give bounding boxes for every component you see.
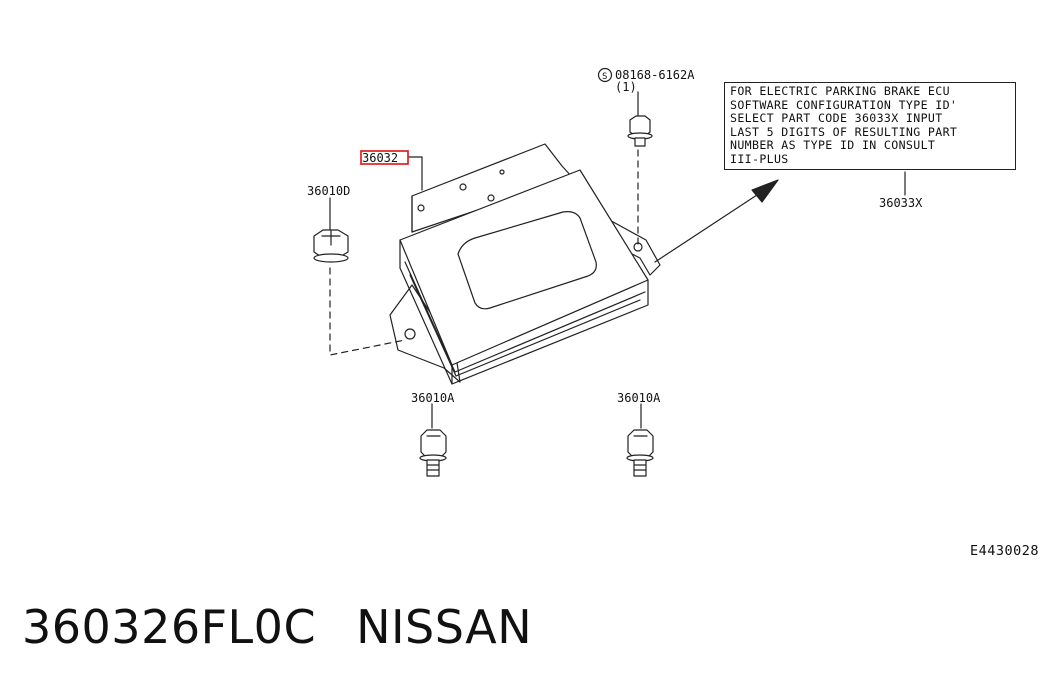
assembly-dashed-lines [329, 149, 639, 356]
part-number: 360326FL0C [22, 600, 317, 654]
part-caption: 360326FL0C NISSAN [22, 600, 532, 654]
bolt-36010D-icon [313, 229, 349, 263]
main-part-highlight [360, 150, 409, 165]
brand-name: NISSAN [356, 600, 533, 654]
figure-reference: E4430028 [969, 543, 1039, 559]
callout-bolt-bottom-right[interactable]: 36010A [617, 391, 661, 405]
standard-part-s-glyph: S [602, 72, 607, 82]
standard-part-symbol-icon [597, 67, 613, 83]
note-arrow [654, 179, 779, 263]
ecu-body [399, 169, 649, 385]
note-line: FOR ELECTRIC PARKING BRAKE ECU [730, 84, 950, 98]
callout-note-part[interactable]: 36033X [879, 196, 923, 210]
bolt-36010A-right-icon [626, 429, 654, 477]
bolt-08168-6162A-icon [627, 115, 653, 147]
callout-bolt-top-qty: (1) [615, 80, 637, 94]
note-line: LAST 5 DIGITS OF RESULTING PART [730, 124, 958, 139]
note-box: FOR ELECTRIC PARKING BRAKE ECU SOFTWARE … [724, 82, 1016, 170]
callout-bolt-top[interactable]: 08168-6162A [615, 68, 695, 82]
bolt-36010A-left-icon [419, 429, 447, 477]
note-line: NUMBER AS TYPE ID IN CONSULT [730, 138, 936, 153]
callout-bolt-bottom-left[interactable]: 36010A [411, 391, 455, 405]
callout-main-part[interactable]: 36032 [362, 151, 398, 165]
note-line: III-PLUS [730, 151, 789, 166]
note-line: SELECT PART CODE 36033X INPUT [730, 111, 943, 126]
callout-bolt-left[interactable]: 36010D [307, 184, 350, 198]
note-line: SOFTWARE CONFIGURATION TYPE ID' [730, 97, 958, 112]
